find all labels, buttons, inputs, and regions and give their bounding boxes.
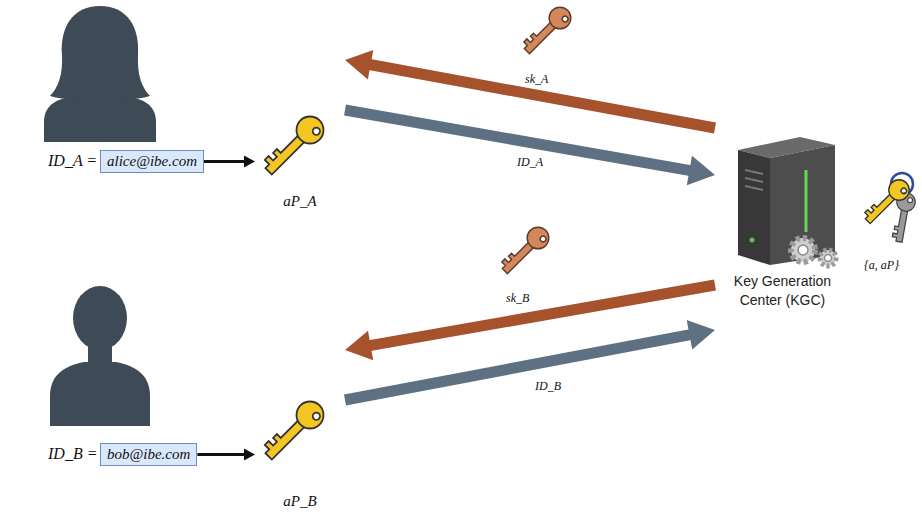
woman-silhouette <box>44 96 156 142</box>
woman-silhouette <box>44 6 156 142</box>
gear-icon <box>825 255 832 262</box>
private-key-icon <box>519 3 575 59</box>
server-icon <box>805 170 808 232</box>
connector-arrow <box>197 449 255 461</box>
master-key-icon <box>861 173 917 243</box>
arrow-shaft <box>197 453 245 456</box>
private-key-icon <box>497 223 553 279</box>
gear-icon <box>820 250 836 266</box>
server-node: Key Generation Center (KGC) <box>715 115 850 345</box>
edge-label: sk_B <box>504 291 531 306</box>
identity-label: ID_B = <box>48 445 97 463</box>
man-silhouette <box>50 362 150 426</box>
gear-icon <box>791 238 815 262</box>
woman-silhouette <box>50 6 150 100</box>
edge-label: ID_A <box>515 155 545 170</box>
connector-arrow <box>345 285 715 360</box>
master-key-label: {a, aP} <box>864 258 899 273</box>
server-icon <box>750 238 755 243</box>
connector-arrow <box>345 50 715 128</box>
server-icon <box>745 178 763 182</box>
arrow-head <box>244 156 255 168</box>
identity-box: alice@ibe.com <box>100 150 204 173</box>
server-icon <box>738 137 835 265</box>
server-icon <box>745 186 763 190</box>
public-key: aP_A <box>255 45 345 210</box>
edge-label: sk_A <box>523 72 550 87</box>
arrow-head <box>345 331 373 361</box>
public-key-icon <box>259 396 329 466</box>
gear-icon <box>791 238 836 266</box>
node-text: alice@ibe.com <box>107 153 197 170</box>
server-icon <box>770 145 835 265</box>
connector-arrow <box>204 156 255 168</box>
arrow-head <box>345 50 373 80</box>
public-key-icon <box>259 111 329 181</box>
gear-icon <box>798 245 808 255</box>
server-icon <box>745 170 763 174</box>
public-key-icon <box>259 111 329 466</box>
connector-arrow <box>345 320 715 400</box>
arrow-head <box>687 156 715 186</box>
edge-label: ID_B <box>533 379 563 394</box>
arrow-shaft <box>370 65 715 128</box>
arrow-shaft <box>370 285 715 346</box>
node-text: aP_A <box>283 193 316 210</box>
arrow-head <box>244 449 255 461</box>
arrow-head <box>687 320 715 349</box>
public-key: aP_B <box>255 330 345 510</box>
node-text: Key Generation Center (KGC) <box>727 272 839 310</box>
node-text: aP_B <box>283 493 316 510</box>
server-icon <box>738 150 770 265</box>
identity-box: bob@ibe.com <box>100 443 197 466</box>
man-silhouette <box>50 286 150 426</box>
node-text: bob@ibe.com <box>107 446 190 463</box>
arrow-shaft <box>204 160 245 163</box>
identity-label: ID_A = <box>48 152 97 170</box>
master-key-icon <box>861 176 914 229</box>
